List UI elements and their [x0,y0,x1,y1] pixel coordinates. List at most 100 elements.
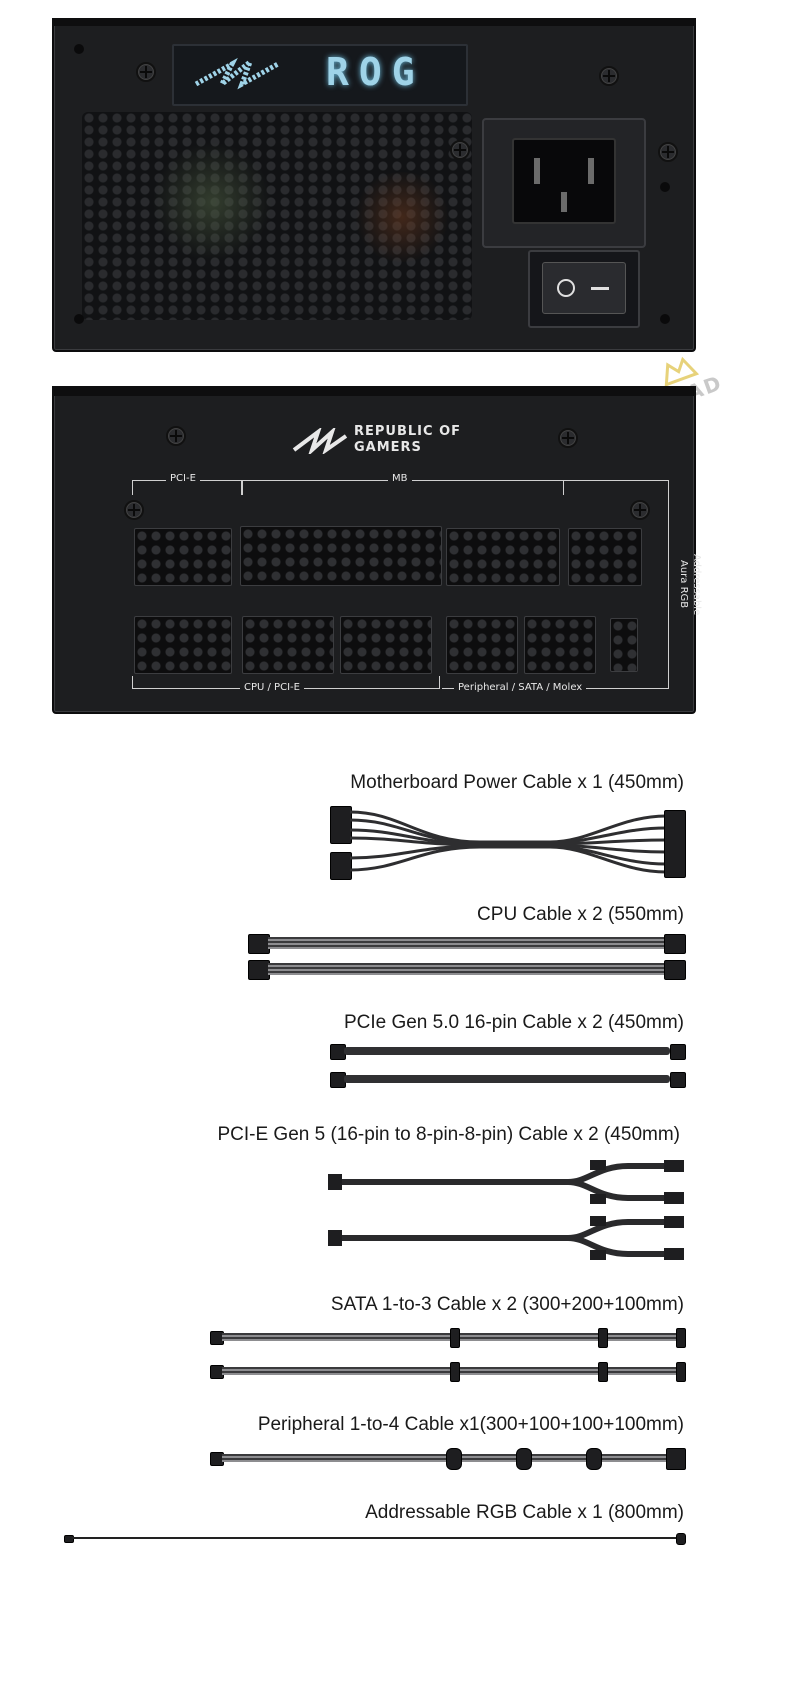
cable-caption-pcie-16pin: PCIe Gen 5.0 16-pin Cable x 2 (450mm) [343,1012,684,1033]
inlet-pin-ground [561,192,567,212]
cpu-connector-left [248,960,270,980]
fan-glow-green [152,142,272,262]
connector-cpu-12pin[interactable] [134,616,232,674]
label-argb-line1: Addressable [691,554,702,616]
mount-hole [660,182,670,192]
cable-caption-argb: Addressable RGB Cable x 1 (800mm) [365,1502,684,1523]
argb-vertical-label: Addressable Aura RGB [672,554,702,684]
cpu-connector-left [248,934,270,954]
rog-eye-logo [192,54,282,94]
molex-connector [586,1448,602,1470]
cpu-wire [268,963,664,975]
cable-caption-peripheral: Peripheral 1-to-4 Cable x1(300+100+100+1… [257,1414,684,1435]
screw-icon [658,142,678,162]
argb-bracket [564,480,669,495]
screw-icon [166,426,186,446]
peripheral-wire [222,1454,668,1462]
cable-pcie-16pin-1 [330,1044,686,1060]
lcd-display: ROG [172,44,468,106]
label-cpu-pcie: CPU / PCI-E [240,682,304,693]
cpu-connector-right [664,934,686,954]
label-peripheral: Peripheral / SATA / Molex [454,682,587,693]
argb-connector-right [676,1533,686,1545]
psu-top-edge [52,18,696,26]
rog-eye-icon [292,428,348,454]
cable-caption-sata: SATA 1-to-3 Cable x 2 (300+200+100mm) [330,1294,684,1315]
cable-caption-motherboard: Motherboard Power Cable x 1 (450mm) [350,772,684,793]
argb-side-line [668,480,669,680]
screw-icon [630,500,650,520]
argb-connector-left [64,1535,74,1543]
sata-connector [450,1328,460,1348]
psu-front-panel: ROG [52,18,696,352]
mb-connector-4pin [330,852,352,880]
label-pcie: PCI-E [166,473,200,484]
rog-brand-logo: REPUBLIC OF GAMERS [292,424,492,458]
splitter-wires [328,1216,684,1260]
power-switch-housing [528,250,640,328]
label-mb: MB [388,473,412,484]
argb-wire [72,1537,676,1539]
inlet-pin-right [588,158,594,184]
cable-cpu-2 [248,960,686,980]
screw-icon [136,62,156,82]
connector-cpu-8pin-a[interactable] [242,616,334,674]
coil-glow [352,172,452,262]
cable-pcie-16pin-2 [330,1072,686,1088]
sata-connector [450,1362,460,1382]
pcie16-connector-right [670,1044,686,1060]
power-rocker-switch[interactable] [542,262,626,314]
brand-line2: GAMERS [354,440,422,455]
label-argb-line2: Aura RGB [678,560,689,609]
sata-connector [598,1362,608,1382]
splitter-wires [328,1160,684,1204]
mount-hole [660,314,670,324]
mount-hole [74,314,84,324]
brand-line1: REPUBLIC OF [354,424,462,439]
cable-argb [64,1532,686,1545]
connector-mb-6pin[interactable] [568,528,642,586]
cable-motherboard [330,806,686,880]
molex-connector [516,1448,532,1470]
connector-argb-3pin[interactable] [610,618,638,672]
ac-inlet-housing [482,118,646,248]
mb-connector-24pin [664,810,686,878]
cable-peripheral [210,1448,686,1470]
cable-sata-2 [210,1362,686,1382]
sata-connector [676,1362,686,1382]
connector-mb-10pin[interactable] [446,528,560,586]
switch-on-symbol [591,287,609,290]
cable-pcie-splitter-2 [328,1216,684,1262]
screw-icon [124,500,144,520]
connector-cpu-8pin-b[interactable] [340,616,432,674]
molex-connector [666,1448,686,1470]
cpu-connector-right [664,960,686,980]
mount-hole [74,44,84,54]
pcie16-wire [344,1075,670,1083]
connector-mb-24pin[interactable] [240,526,442,586]
screw-icon [450,140,470,160]
connector-pcie-12pin[interactable] [134,528,232,586]
psu-top-edge [52,386,696,396]
screw-icon [558,428,578,448]
lcd-text: ROG [326,50,425,94]
psu-modular-panel: REPUBLIC OF GAMERS PCI-E MB Addressable … [52,386,702,714]
cpu-wire [268,937,664,949]
connector-peripheral-6pin-a[interactable] [446,616,518,674]
pcie16-connector-right [670,1072,686,1088]
cable-caption-cpu: CPU Cable x 2 (550mm) [477,904,684,925]
fan-grille [82,112,472,320]
switch-off-symbol [557,279,575,297]
sata-connector [676,1328,686,1348]
connector-peripheral-6pin-b[interactable] [524,616,596,674]
inlet-pin-left [534,158,540,184]
ac-power-inlet[interactable] [512,138,616,224]
mb-wire-bundle [349,810,667,874]
cable-caption-pcie-splitter: PCI-E Gen 5 (16-pin to 8-pin-8-pin) Cabl… [217,1124,680,1145]
cable-pcie-splitter-1 [328,1160,684,1206]
molex-connector [446,1448,462,1470]
inpad-logo-icon [664,356,700,387]
mb-connector-20pin [330,806,352,844]
inpad-watermark: INPAD [629,341,743,432]
cable-cpu-1 [248,934,686,954]
